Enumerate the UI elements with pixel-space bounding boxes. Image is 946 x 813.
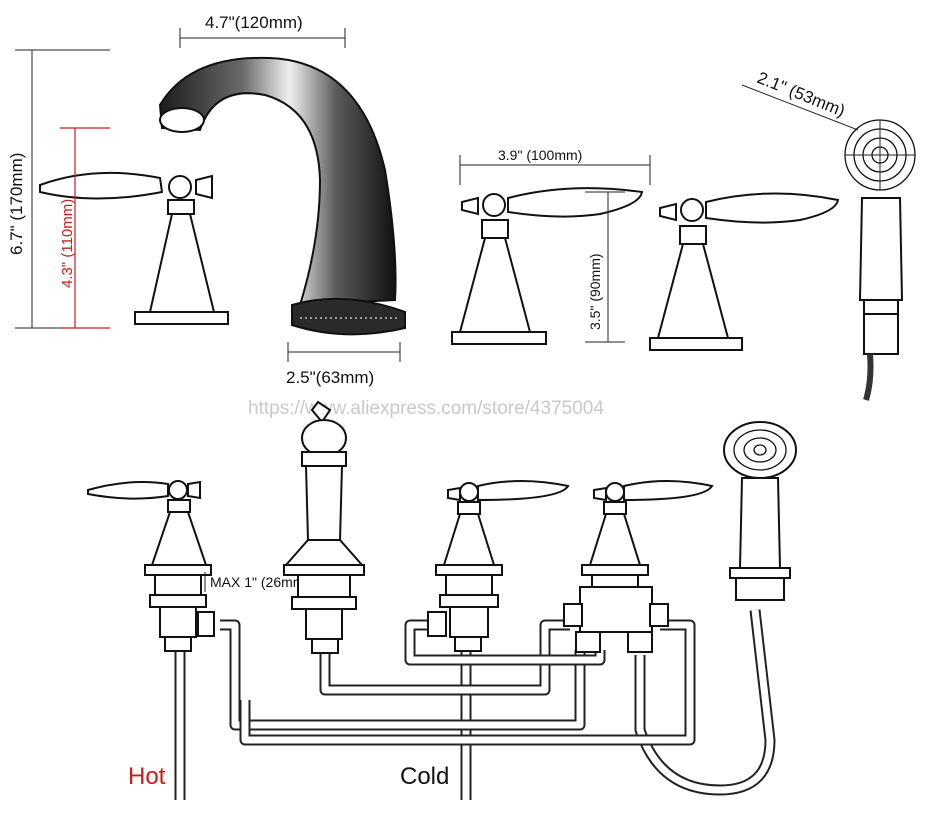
diverter-valve-bottom — [563, 480, 714, 653]
dimension-handle-height: 4.3" (110mm) — [59, 127, 110, 329]
hot-label: Hot — [128, 763, 166, 790]
shower-head-text: 2.1" (53mm) — [755, 68, 848, 120]
watermark-text: https://www.aliexpress.com/store/4375004 — [248, 398, 604, 419]
handle-height-text: 4.3" (110mm) — [59, 199, 76, 288]
hand-shower-bottom — [723, 421, 797, 601]
dimension-handle-body-height: 3.5" (90mm) — [585, 191, 625, 343]
left-handle-top — [39, 171, 229, 325]
pipes — [174, 609, 776, 800]
dimension-shower-head: 2.1" (53mm) — [741, 68, 859, 131]
dimension-base-width: 2.5"(63mm) — [286, 342, 401, 387]
hand-shower-top — [844, 119, 916, 401]
spout-column-bottom — [283, 400, 365, 654]
handle-span-text: 3.9" (100mm) — [498, 147, 582, 163]
dimension-max-thickness: MAX 1" (26mm) — [204, 572, 309, 592]
spout-top — [158, 56, 406, 336]
total-height-text: 6.7" (170mm) — [7, 153, 26, 255]
spout-width-text: 4.7"(120mm) — [205, 13, 303, 32]
handle-body-height-text: 3.5" (90mm) — [587, 253, 603, 330]
cold-label: Cold — [400, 763, 449, 790]
right-handle-top — [649, 192, 840, 351]
dimension-handle-span: 3.9" (100mm) — [459, 147, 651, 185]
max-thickness-text: MAX 1" (26mm) — [210, 574, 309, 590]
dimension-spout-width: 4.7"(120mm) — [179, 13, 346, 48]
cold-handle-bottom — [427, 480, 570, 652]
middle-handle-top — [451, 187, 644, 345]
base-width-text: 2.5"(63mm) — [286, 368, 374, 387]
hot-handle-bottom — [87, 480, 215, 652]
